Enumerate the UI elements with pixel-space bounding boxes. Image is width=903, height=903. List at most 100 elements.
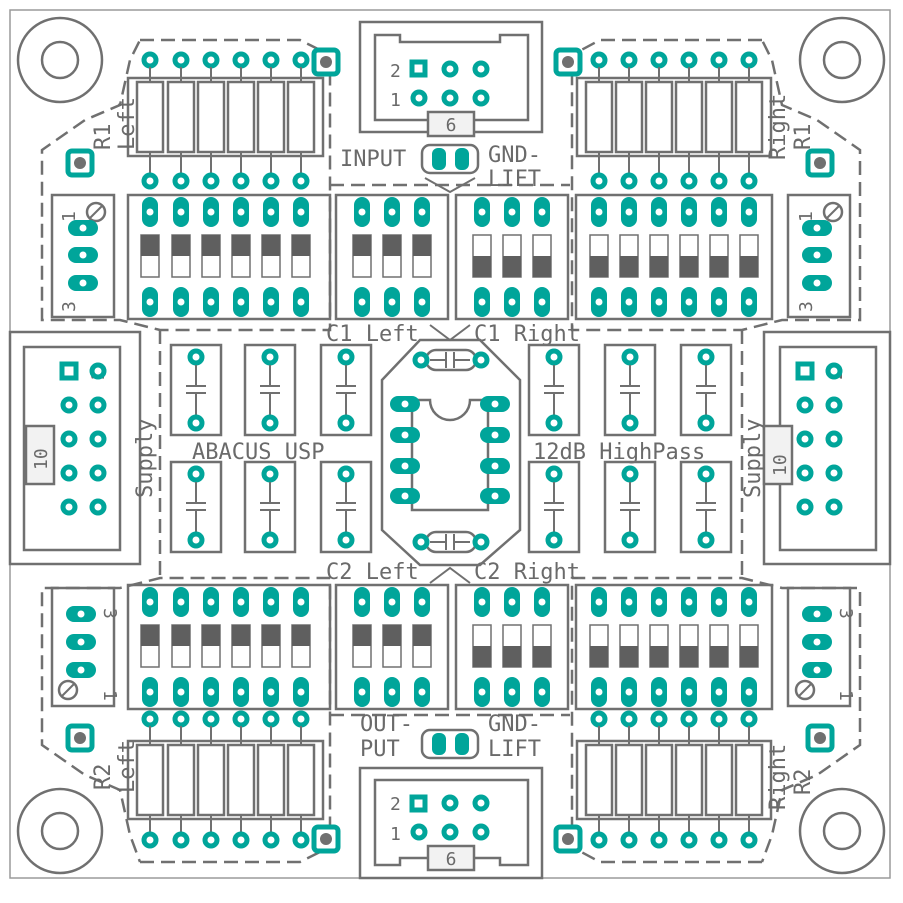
resistor-pad: [232, 172, 250, 190]
capacitor-pad: [261, 531, 279, 549]
dip-switch-lever: [590, 646, 608, 667]
output-header-count: 6: [446, 849, 457, 870]
resistor-pad: [202, 831, 220, 849]
supply-pad: [59, 361, 79, 381]
gnd-lift-top-2: LIFT: [488, 167, 541, 192]
resistor-pad: [650, 710, 668, 728]
right-label-bottom: Right: [766, 744, 791, 810]
dip-switch-lever: [141, 235, 159, 256]
resistor-pad: [620, 51, 638, 69]
capacitor-pad: [261, 348, 279, 366]
capacitor-pad: [187, 348, 205, 366]
trim-pot-bottom-right[interactable]: 3 1: [786, 586, 856, 708]
resistor-pad: [172, 172, 190, 190]
resistor-pad: [680, 710, 698, 728]
dip-switch-lever: [590, 256, 608, 277]
supply-pad: [89, 362, 107, 380]
dip-switch-bank: [126, 583, 332, 711]
pot-tl-pin1: 1: [59, 211, 80, 222]
dip-switch-lever: [680, 646, 698, 667]
resistor-array-r2-right: [575, 710, 773, 849]
trim-pot-bottom-left[interactable]: 3 1: [50, 586, 120, 708]
resistor-pad: [141, 51, 159, 69]
resistor-pad: [710, 51, 728, 69]
capacitor-outline: [527, 343, 581, 437]
supply-pad: [796, 430, 814, 448]
capacitor-pad: [261, 465, 279, 483]
resistor-pad: [740, 831, 758, 849]
capacitor-pad: [337, 531, 355, 549]
r2-label-left: R2: [91, 764, 116, 791]
input-header-pin1: 1: [390, 90, 401, 111]
gnd-lift-bottom-1: GND-: [488, 712, 541, 737]
resistor-pad: [590, 172, 608, 190]
capacitor-pad: [545, 348, 563, 366]
resistor-pad: [620, 710, 638, 728]
resistor-pad: [172, 710, 190, 728]
resistor-pad: [141, 172, 159, 190]
dip-switch-lever: [620, 646, 638, 667]
resistor-pad: [141, 710, 159, 728]
capacitor-pad: [697, 414, 715, 432]
r2-label-right: R2: [791, 769, 816, 796]
capacitor-pad: [621, 465, 639, 483]
resistor-pad: [262, 51, 280, 69]
resistor-pad: [202, 51, 220, 69]
capacitor-pad: [545, 465, 563, 483]
dip-switch-lever: [710, 646, 728, 667]
pot-bl-pin3: 3: [99, 608, 120, 619]
dip-switch-lever: [383, 235, 401, 256]
capacitor-pad: [621, 414, 639, 432]
supply-pad: [825, 362, 843, 380]
decoupling-cap-top: [412, 348, 490, 372]
resistor-pad: [710, 831, 728, 849]
pot-tl-pin3: 3: [59, 301, 80, 312]
resistor-pad: [232, 710, 250, 728]
dip-switch-lever: [503, 256, 521, 277]
gnd-lift-top-1: GND-: [488, 143, 541, 168]
dip-switch-lever: [262, 625, 280, 646]
dip-switch-banks[interactable]: [126, 193, 774, 711]
supply-pad: [89, 430, 107, 448]
dip-switch-lever: [141, 625, 159, 646]
resistor-pad: [172, 51, 190, 69]
capacitor-pad: [697, 465, 715, 483]
resistor-pad: [172, 831, 190, 849]
capacitor-outline: [679, 343, 733, 437]
output-label-2: PUT: [360, 737, 400, 762]
capacitor-outline: [603, 343, 657, 437]
capacitor-pad: [697, 531, 715, 549]
supply-pad: [89, 464, 107, 482]
capacitor-pad: [697, 348, 715, 366]
pot-bl-pin1: 1: [99, 690, 120, 701]
resistor-pad: [202, 172, 220, 190]
dip-switch-bank: [574, 193, 774, 321]
gnd-lift-jumper-bottom[interactable]: [420, 728, 480, 760]
output-header: 6 2 1: [358, 766, 544, 880]
dip-switch-lever: [620, 256, 638, 277]
supply-left-count: 10: [31, 448, 52, 470]
resistor-pad: [740, 51, 758, 69]
trim-pot-top-left[interactable]: 1 3: [50, 193, 116, 319]
capacitor-outline: [319, 460, 373, 554]
resistor-pad: [232, 831, 250, 849]
capacitor-pad: [261, 414, 279, 432]
supply-pad: [60, 430, 78, 448]
capacitor-pad: [337, 465, 355, 483]
dip-switch-lever: [650, 256, 668, 277]
dip-switch-lever: [262, 235, 280, 256]
dip-switch-lever: [202, 625, 220, 646]
resistor-array-r1-right: [575, 51, 773, 190]
supply-pad: [60, 396, 78, 414]
c2-right-label: C2 Right: [474, 560, 580, 585]
resistor-pad: [292, 51, 310, 69]
trim-pot-top-right[interactable]: 1 3: [786, 193, 852, 319]
dip-switch-lever: [533, 256, 551, 277]
dip-switch-lever: [503, 646, 521, 667]
capacitor-outline: [603, 460, 657, 554]
resistor-pad: [292, 172, 310, 190]
capacitor-pad: [545, 531, 563, 549]
gnd-lift-jumper-top[interactable]: [420, 143, 480, 194]
capacitor-outline: [243, 343, 297, 437]
